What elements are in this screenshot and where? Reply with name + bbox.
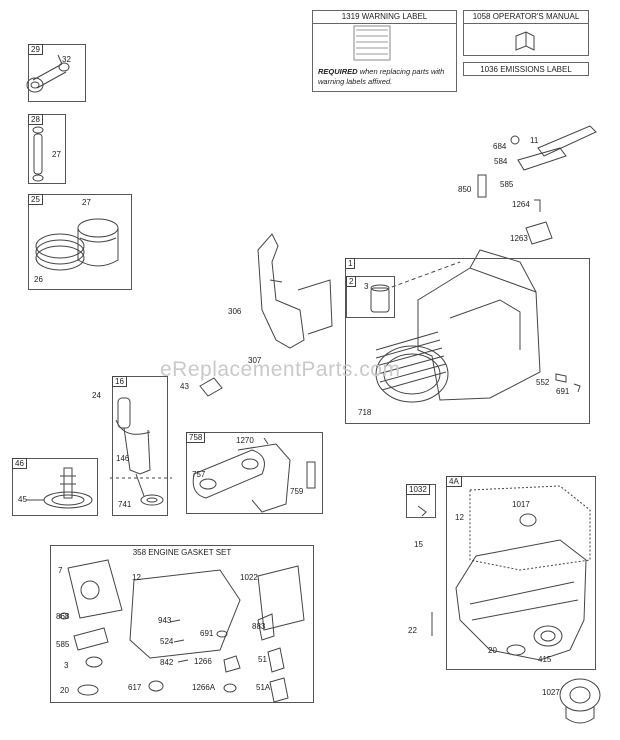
part-7: 7 <box>58 566 63 575</box>
valve-drawing <box>193 438 315 512</box>
part-741: 741 <box>118 500 132 509</box>
warning-required: REQUIRED <box>318 67 358 76</box>
group-46-tag: 46 <box>12 458 27 469</box>
group-25-tag: 25 <box>28 194 43 205</box>
part-585-gasket: 585 <box>56 640 70 649</box>
cylinder-block-drawing <box>376 250 540 402</box>
part-3-gasket: 3 <box>64 661 69 670</box>
part-306: 306 <box>228 307 242 316</box>
part-51: 51 <box>258 655 267 664</box>
part-24: 24 <box>92 391 101 400</box>
operators-manual-title: 1058 OPERATOR'S MANUAL <box>464 12 588 24</box>
warning-label-title: 1319 WARNING LABEL <box>313 12 456 24</box>
part-45: 45 <box>18 495 27 504</box>
part-850: 850 <box>458 185 472 194</box>
group-1032-tag: 1032 <box>406 484 430 495</box>
connecting-rod-drawing <box>27 55 69 92</box>
group-28-box: 28 <box>28 114 66 184</box>
operators-manual-box: 1058 OPERATOR'S MANUAL <box>463 10 589 56</box>
part-20-gasket: 20 <box>60 686 69 695</box>
part-883: 883 <box>252 622 266 631</box>
warning-label-box: 1319 WARNING LABEL <box>312 10 457 92</box>
group-1-box: 1 <box>345 258 590 424</box>
part-51a: 51A <box>256 683 271 692</box>
crankcase-sump-drawing <box>456 486 590 660</box>
part-146: 146 <box>116 454 130 463</box>
part-1022: 1022 <box>240 573 258 582</box>
part-757: 757 <box>192 470 206 479</box>
part-585-breather: 585 <box>500 180 514 189</box>
part-617: 617 <box>128 683 142 692</box>
group-16-box: 16 <box>112 376 168 516</box>
oil-filter-drawing <box>560 679 600 723</box>
part-307: 307 <box>248 356 262 365</box>
group-758-box: 758 <box>186 432 323 514</box>
label-icon-drawings <box>354 26 534 60</box>
part-22: 22 <box>408 626 417 635</box>
group-25-box: 25 <box>28 194 132 290</box>
group-29-tag: 29 <box>28 44 43 55</box>
group-46-box: 46 <box>12 458 98 516</box>
part-32: 32 <box>62 55 71 64</box>
part-1264: 1264 <box>512 200 530 209</box>
part-691-gasket: 691 <box>200 629 214 638</box>
emissions-label-title: 1036 EMISSIONS LABEL <box>480 65 572 74</box>
part-27-clip: 27 <box>52 150 61 159</box>
dowel-pin-drawing <box>371 285 389 312</box>
group-4a-tag: 4A <box>446 476 462 487</box>
part-1266a: 1266A <box>192 683 216 692</box>
part-11: 11 <box>530 136 539 145</box>
piston-rings-drawing <box>36 219 118 270</box>
part-20-sump: 20 <box>488 646 497 655</box>
group-28-tag: 28 <box>28 114 43 125</box>
part-868: 868 <box>56 612 70 621</box>
warning-required-note: REQUIRED when replacing parts with warni… <box>318 67 458 87</box>
crankshaft-drawing <box>116 398 163 505</box>
part-3-dowel: 3 <box>364 282 369 291</box>
camshaft-drawing <box>26 468 92 508</box>
part-1263: 1263 <box>510 234 528 243</box>
warning-note-text: when replacing parts with warning labels… <box>318 67 445 86</box>
watermark: eReplacementParts.com <box>160 358 401 381</box>
emissions-label-box: 1036 EMISSIONS LABEL <box>463 62 589 76</box>
part-1027: 1027 <box>542 688 560 697</box>
part-1266: 1266 <box>194 657 212 666</box>
part-1017: 1017 <box>512 500 530 509</box>
part-1270: 1270 <box>236 436 254 445</box>
part-43: 43 <box>180 382 189 391</box>
part-584: 584 <box>494 157 508 166</box>
group-1-tag: 1 <box>345 258 356 269</box>
part-15: 15 <box>414 540 423 549</box>
breather-drawing <box>478 126 596 244</box>
gasket-set-box: 358 ENGINE GASKET SET <box>50 545 314 703</box>
part-943: 943 <box>158 616 172 625</box>
part-552: 552 <box>536 378 550 387</box>
group-4a-box: 4A <box>446 476 596 670</box>
part-12-sump: 12 <box>455 513 464 522</box>
cylinder-shroud-drawing <box>258 234 332 348</box>
part-415: 415 <box>538 655 552 664</box>
part-842: 842 <box>160 658 174 667</box>
piston-pin-drawing <box>33 127 43 181</box>
group-2-box: 2 <box>346 276 395 318</box>
part-27-piston: 27 <box>82 198 91 207</box>
group-1032-box: 1032 <box>406 484 436 518</box>
part-524: 524 <box>160 637 174 646</box>
part-684: 684 <box>493 142 507 151</box>
part-26: 26 <box>34 275 43 284</box>
group-758-tag: 758 <box>186 432 206 443</box>
group-2-tag: 2 <box>346 276 357 287</box>
part-759: 759 <box>290 487 304 496</box>
group-29-box: 29 <box>28 44 86 102</box>
gasket-drawings <box>60 560 304 702</box>
part-12-gasket: 12 <box>132 573 141 582</box>
part-691-block: 691 <box>556 387 570 396</box>
group-16-tag: 16 <box>112 376 127 387</box>
gasket-set-title: 358 ENGINE GASKET SET <box>132 548 232 557</box>
part-718: 718 <box>358 408 372 417</box>
